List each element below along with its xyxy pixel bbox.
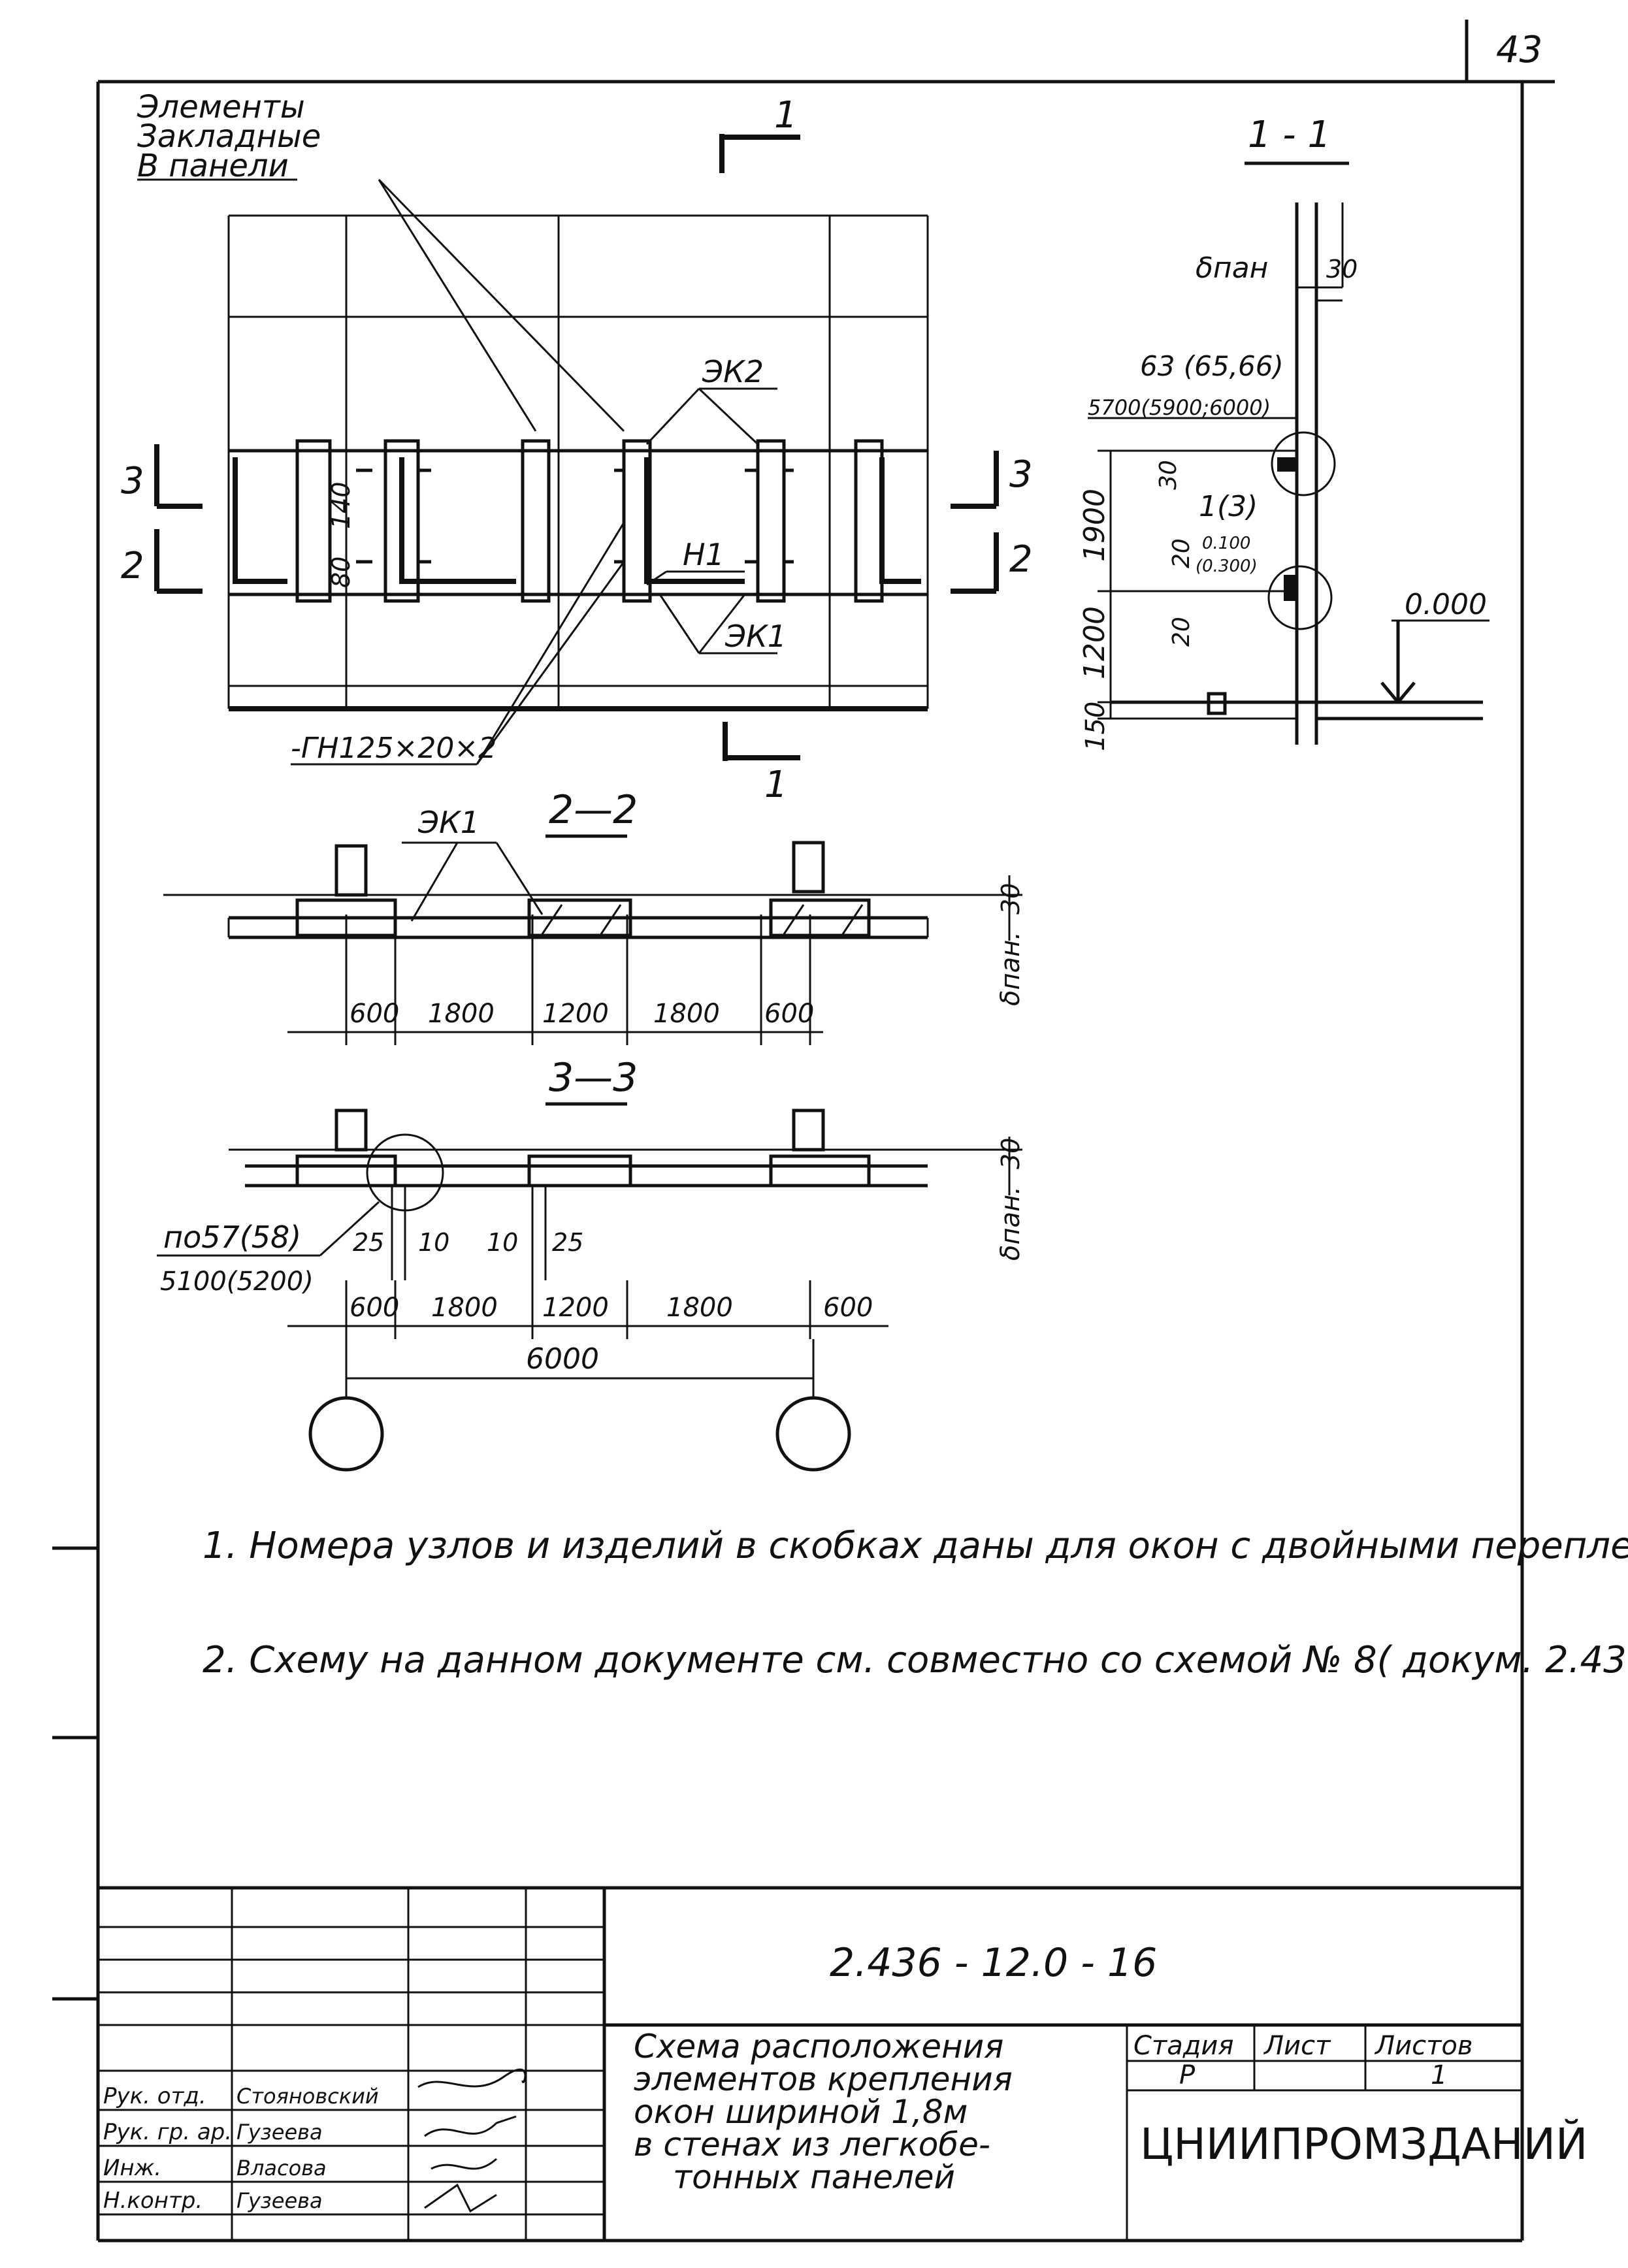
section-1-1-title: 1 - 1 [1248,114,1331,156]
axis-bubble-right [775,1396,851,1472]
dim-3-3-1800-b: 1800 [666,1293,733,1323]
dim-2-2-1800-a: 1800 [428,999,495,1029]
dim-30-1-1: 30 [1155,460,1182,490]
delta-pan-2-2: δпан. [996,932,1026,1006]
dim-2-2-600-b: 600 [764,999,814,1029]
dim-2-2-1200: 1200 [542,999,609,1029]
title-line-1: Схема расположения [634,2028,1003,2066]
organization: ЦНИИПРОМЗДАНИЙ [1140,2118,1587,2169]
section-2-2-title: 2—2 [549,787,638,833]
staff-role-1: Рук. отд. [103,2083,206,2109]
title-line-2: элементов крепления [634,2060,1013,2098]
h1-label: Н1 [683,537,724,572]
dim-3-3-600-b: 600 [823,1293,873,1323]
dim-20-a: 20 [1168,538,1195,568]
title-block: 2.436 - 12.0 - 16 Схема расположения эле… [98,1886,1587,2241]
node-63-label: 63 (65,66) [1140,350,1284,382]
embedded-elements-label-3: В панели [137,148,289,184]
gn-label: -ГН125×20×2 [291,732,497,765]
embedded-elements-label-1: Элементы [137,89,305,125]
staff-name-4: Гузеева [236,2188,323,2213]
dim-20-b: 20 [1168,617,1195,647]
node-63-elevation: 5700(5900;6000) [1088,395,1271,420]
dim-3-3-600-a: 600 [350,1293,399,1323]
staff-name-3: Власова [236,2156,327,2180]
dim-30-1-1-top: 30 [1326,255,1358,284]
dim-2-2-600-a: 600 [350,999,399,1029]
dim-3-3-1800-a: 1800 [431,1293,498,1323]
note-2: 2. Схему на данном документе см. совмест… [203,1639,1628,1681]
staff-name-1: Стояновский [236,2084,379,2109]
staff-role-4: Н.контр. [103,2188,203,2214]
section-2-2: 2—2 ЭК1 30 δпан. 600 1800 [163,787,1026,1045]
signature-1 [417,2068,527,2088]
node-57-label: по57(58) [163,1220,301,1255]
node-1-3-elev-2: (0.300) [1196,557,1258,576]
dim-3-3-1200: 1200 [542,1293,609,1323]
axis-bubble-left [308,1396,384,1472]
staff-role-2: Рук. гр. ар. [103,2119,232,2145]
section-mark-2-right: 2 [1009,538,1033,581]
dim-3-3-total: 6000 [526,1342,599,1376]
dim-1900: 1900 [1078,489,1111,562]
node-1-3-label: 1(3) [1199,490,1258,523]
section-1-1: 1 - 1 δпан 30 63 (65,66) 5700(5900;6000)… [1078,114,1490,751]
title-line-3: окон шириной 1,8м [634,2093,968,2131]
page-number: 43 [1496,29,1542,71]
level-0-000: 0.000 [1405,588,1487,621]
staff-name-2: Гузеева [236,2120,323,2145]
title-line-5: тонных панелей [673,2158,955,2196]
note-1: 1. Номера узлов и изделий в скобках даны… [203,1525,1628,1567]
title-line-4: в стенах из легкобе- [634,2126,990,2163]
dim-3-3-25-b: 25 [552,1228,583,1257]
dim-30-2-2: 30 [996,883,1025,915]
dim-3-3-10-a: 10 [418,1228,449,1257]
ek1-label: ЭК1 [724,619,787,654]
dim-150: 150 [1081,702,1111,751]
ek1-2-2-label: ЭК1 [417,805,480,840]
section-mark-2-left: 2 [121,545,144,587]
section-mark-1-top: 1 [774,94,798,137]
header-sheet: Лист [1263,2031,1331,2061]
section-mark-3-left: 3 [121,460,144,502]
node-57-elevation: 5100(5200) [160,1267,314,1297]
node-1-3-elev-1: 0.100 [1202,534,1250,553]
signature-3 [431,2158,497,2170]
header-stage: Стадия [1133,2031,1233,2061]
signature-2 [424,2115,517,2137]
delta-pan-3-3: δпан. [996,1186,1026,1261]
dim-80: 80 [327,557,355,588]
dim-3-3-25-a: 25 [353,1228,384,1257]
section-3-3-title: 3—3 [549,1055,638,1101]
staff-role-3: Инж. [103,2155,161,2181]
embedded-elements-label-2: Закладные [137,118,321,155]
dim-1200: 1200 [1078,606,1111,679]
delta-pan-1-1: δпан [1196,251,1268,285]
notes: 1. Номера узлов и изделий в скобках даны… [203,1525,1628,1681]
dim-140: 140 [327,481,355,529]
wall-elevation-plan: Элементы Закладные В панели 1 1 [121,89,1033,806]
dim-30-3-3: 30 [996,1138,1025,1169]
dim-3-3-10-b: 10 [487,1228,518,1257]
section-mark-1-bottom: 1 [764,764,788,806]
stage-value: Р [1179,2060,1196,2090]
sheets-value: 1 [1431,2060,1447,2090]
header-sheets: Листов [1374,2031,1473,2061]
ek2-label: ЭК2 [702,354,764,389]
dim-2-2-1800-b: 1800 [653,999,720,1029]
section-mark-3-right: 3 [1009,453,1033,496]
sheet-frame [52,20,1555,2243]
document-code: 2.436 - 12.0 - 16 [830,1940,1157,1986]
section-3-3: 3—3 30 δпан. по57(58) 5100(5200) 25 10 1… [157,1055,1026,1472]
signature-4 [424,2183,497,2213]
